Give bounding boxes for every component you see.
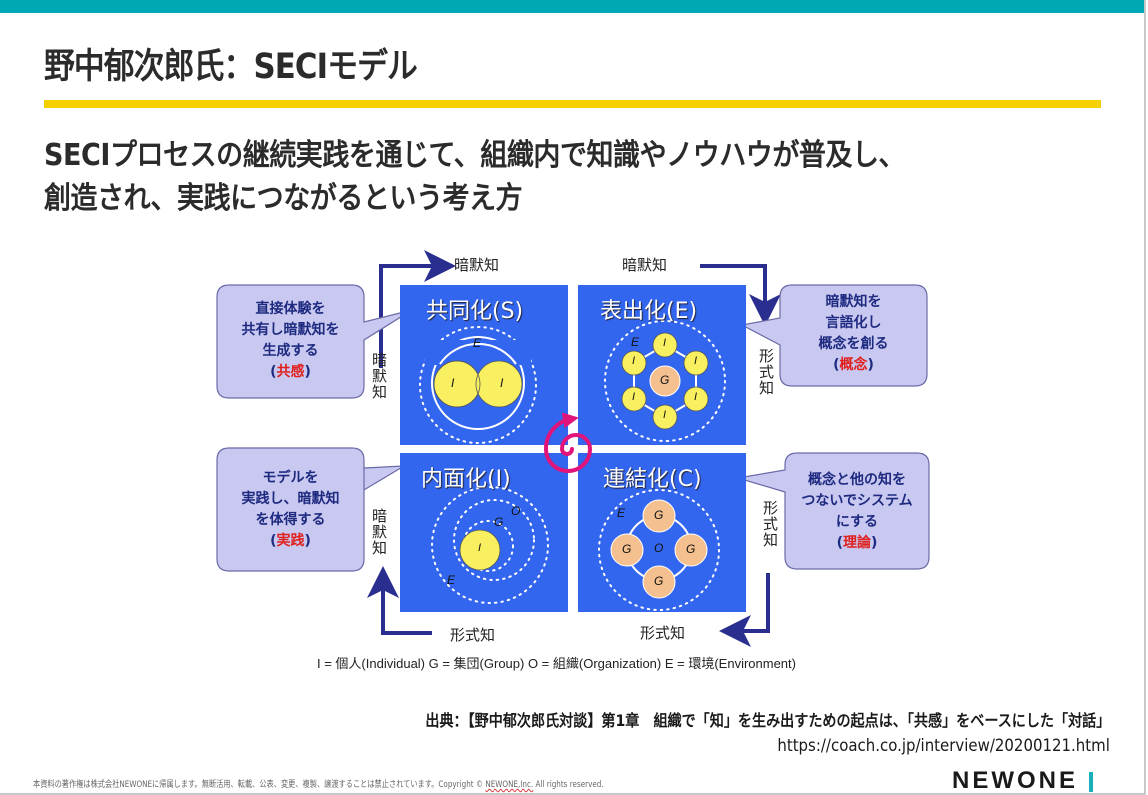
label-ind-e5: I	[632, 391, 636, 403]
label-group-internalization: G	[494, 515, 504, 529]
callout-combination: 概念と他の知を つないでシステム にする (理論)	[785, 470, 929, 554]
page-subtitle: SECIプロセスの継続実践を通じて、組織内で知識やノウハウが普及し、 創造され、…	[44, 134, 906, 220]
callout-keyword: 共感	[276, 364, 305, 380]
label-group-c4: G	[622, 542, 632, 556]
axis-label-top-right: 暗默知	[622, 256, 668, 274]
subtitle-line-1: SECIプロセスの継続実践を通じて、組織内で知識やノウハウが普及し、	[44, 138, 906, 173]
label-group-c1: G	[654, 508, 664, 522]
top-accent-bar	[0, 0, 1144, 13]
callout-line: 概念と他の知を	[808, 472, 906, 488]
callout-line: 共有し暗默知を	[241, 322, 340, 338]
label-group-c3: G	[654, 574, 664, 588]
spiral-icon	[543, 412, 593, 473]
label-ind-e2: I	[694, 355, 698, 367]
flow-arrow-bottom-right	[719, 573, 770, 647]
callout-line: にする	[835, 514, 879, 530]
label-individual-2: I	[500, 376, 504, 390]
callout-externalization: 暗默知を 言語化し 概念を創る (概念)	[780, 292, 927, 376]
callout-line: 実践し、暗默知	[241, 491, 340, 507]
label-ind-e3: I	[694, 391, 698, 403]
callout-bubble-combination	[737, 452, 930, 570]
diagram-legend: I = 個人(Individual) G = 集団(Group) O = 組織(…	[317, 656, 796, 671]
label-org-combination: O	[654, 541, 664, 555]
slide-bottom-edge	[0, 793, 1144, 795]
label-env-externalization: E	[631, 335, 640, 349]
callout-keyword-line: (概念)	[833, 357, 874, 373]
newone-logo: NEWONE	[952, 767, 1078, 794]
quadrant-title-combination: 連結化(C)	[603, 467, 702, 492]
callout-keyword-line: (理論)	[836, 535, 878, 551]
quadrant-title-externalization: 表出化(E)	[600, 299, 698, 324]
label-org-internalization: O	[511, 504, 521, 518]
label-env-socialization: E	[473, 336, 482, 350]
callout-keyword-line: (実践)	[270, 533, 311, 549]
callout-line: つないでシステム	[801, 493, 913, 509]
copyright-suffix: All rights reserved.	[533, 780, 604, 790]
environment-ring-combination	[598, 489, 720, 611]
callout-line: 直接体験を	[255, 301, 326, 317]
organization-ring	[453, 499, 535, 581]
individual-circle-internalization	[459, 529, 501, 571]
group-circles-combination	[610, 499, 708, 599]
callout-line: 言語化し	[825, 315, 882, 331]
label-ind-internalization: I	[478, 542, 482, 554]
axis-label-right-top: 形式知	[757, 348, 775, 396]
copyright-text: 本資料の著作権は株式会社NEWONEに帰属します。無断活用、転載、公表、変更、複…	[33, 780, 486, 790]
copyright-company: NEWONE,Inc.	[485, 780, 534, 790]
copyright-notice: 本資料の著作権は株式会社NEWONEに帰属します。無断活用、転載、公表、変更、複…	[33, 777, 604, 790]
label-ind-e6: I	[632, 355, 636, 367]
axis-label-bottom-right: 形式知	[640, 624, 686, 642]
callout-internalization: モデルを 実践し、暗默知 を体得する (実践)	[217, 468, 364, 552]
title-underline	[44, 100, 1101, 108]
label-ind-e4: I	[663, 409, 667, 421]
environment-ring-internalization	[431, 486, 549, 604]
logo-accent-bar	[1089, 772, 1093, 792]
individual-circle-2	[475, 360, 523, 408]
label-group-center: G	[660, 373, 670, 387]
individual-circles-externalization	[621, 332, 709, 430]
callout-line: 概念を創る	[818, 336, 889, 352]
environment-ring-externalization	[604, 320, 726, 442]
quadrant-title-socialization: 共同化(S)	[426, 299, 524, 324]
slide-edge	[1144, 0, 1146, 795]
axis-label-top-left: 暗默知	[454, 256, 500, 274]
label-env-combination: E	[617, 506, 626, 520]
environment-ring-socialization	[419, 326, 537, 444]
flow-arrow-top-right	[700, 264, 781, 326]
shared-ring-socialization	[431, 336, 525, 430]
flow-arrow-top-left	[379, 250, 456, 368]
callout-bubble-internalization	[216, 447, 405, 572]
axis-label-left-bottom: 暗默知	[370, 508, 388, 556]
group-circle-center	[649, 365, 681, 397]
label-individual-1: I	[451, 376, 455, 390]
axis-label-right-bottom: 形式知	[761, 500, 779, 548]
source-url[interactable]: https://coach.co.jp/interview/20200121.h…	[777, 736, 1110, 756]
callout-line: モデルを	[262, 470, 319, 486]
callout-keyword: 理論	[843, 535, 871, 551]
quadrant-title-internalization: 内面化(I)	[421, 467, 511, 492]
callout-bubble-externalization	[740, 284, 928, 387]
axis-label-bottom-left: 形式知	[450, 626, 496, 644]
callout-keyword-line: (共感)	[270, 364, 311, 380]
label-group-c2: G	[686, 542, 696, 556]
callout-line: を体得する	[255, 512, 326, 528]
flow-arrow-bottom-left	[367, 566, 432, 635]
callout-line: 暗默知を	[825, 294, 882, 310]
callout-socialization: 直接体験を 共有し暗默知を 生成する (共感)	[217, 299, 364, 383]
page-title: 野中郁次郎氏：SECIモデル	[44, 47, 418, 87]
callout-bubble-socialization	[216, 284, 413, 399]
label-ind-e1: I	[663, 337, 667, 349]
callout-keyword: 実践	[276, 533, 305, 549]
axis-label-left-top: 暗默知	[370, 352, 388, 400]
source-citation: 出典：【野中郁次郎氏対談】第1章 組織で「知」を生み出すための起点は、「共感」を…	[425, 711, 1110, 730]
callout-line: 生成する	[262, 343, 319, 359]
label-env-internalization: E	[447, 573, 456, 587]
subtitle-line-2: 創造され、実践につながるという考え方	[44, 181, 523, 216]
callout-keyword: 概念	[839, 357, 868, 373]
